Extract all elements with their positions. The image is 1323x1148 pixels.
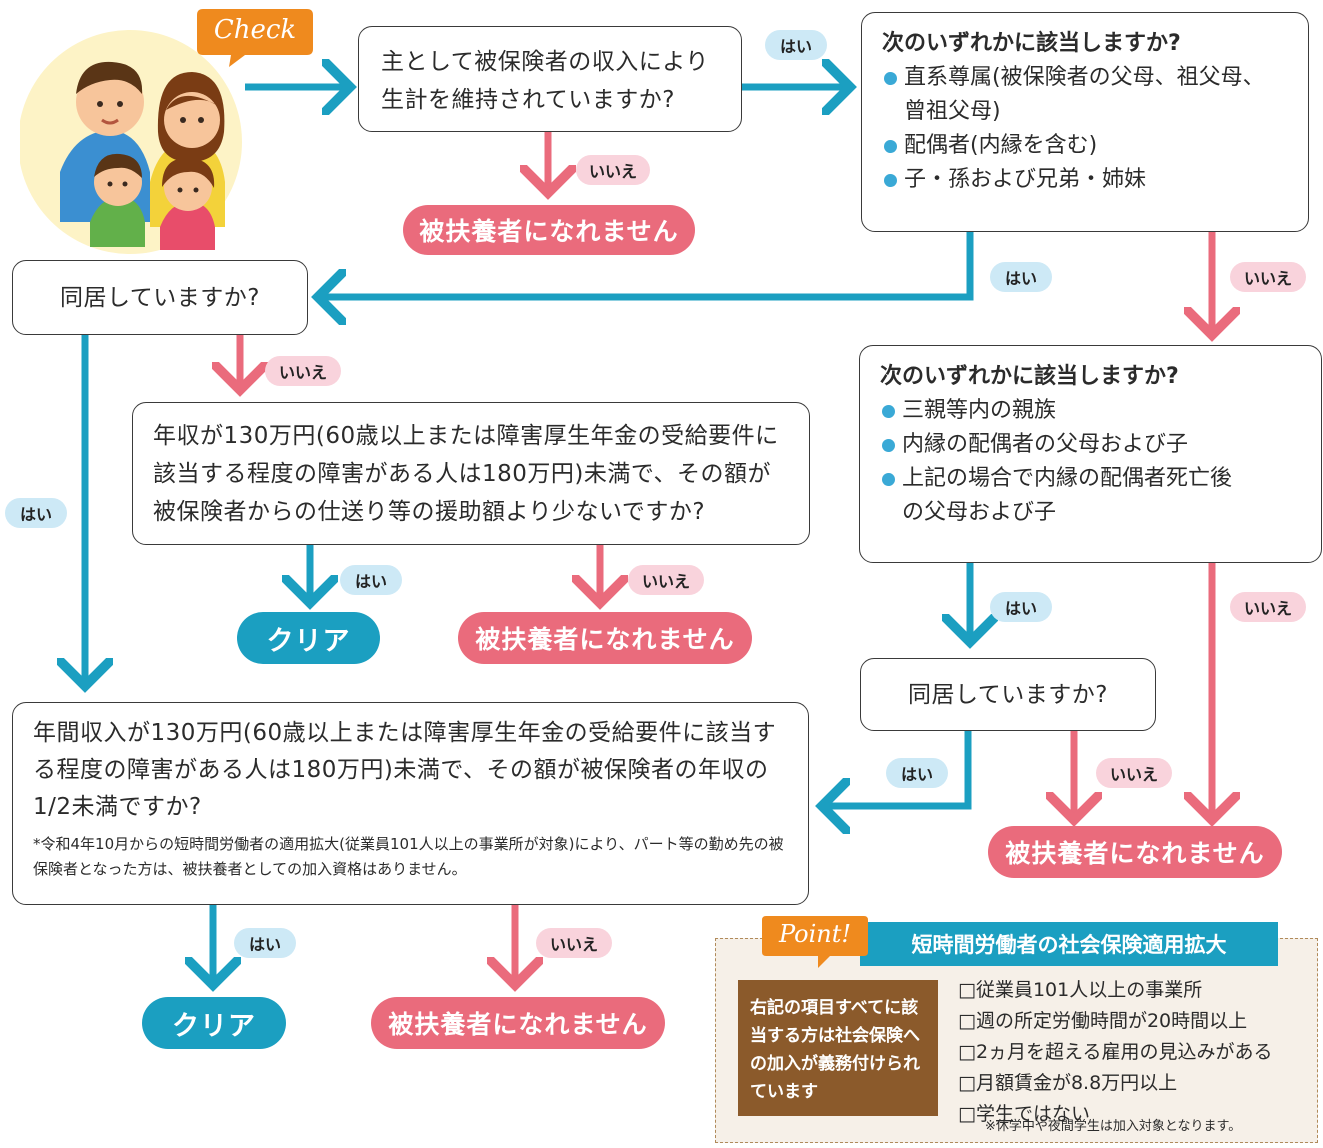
group1-item: 子・孫および兄弟・姉妹 xyxy=(882,163,1288,197)
group2-item: 三親等内の親族 xyxy=(880,394,1301,428)
group1-title: 次のいずれかに該当しますか? xyxy=(882,31,1181,56)
tag-yes: はい xyxy=(340,565,402,595)
group1-item: 曾祖父母) xyxy=(904,99,1001,124)
result-not-eligible: 被扶養者になれません xyxy=(371,997,665,1049)
point-badge-label: Point! xyxy=(778,920,852,948)
question-cohabit-text: 同居していますか? xyxy=(907,681,1109,708)
family-illustration xyxy=(18,22,255,257)
point-title: 短時間労働者の社会保険適用拡大 xyxy=(860,922,1278,966)
question-income-cohabit: 年間収入が130万円(60歳以上または障害厚生年金の受給要件に該当する程度の障害… xyxy=(12,702,809,905)
result-clear: クリア xyxy=(237,612,380,664)
result-not-eligible: 被扶養者になれません xyxy=(403,205,695,255)
tag-no: いいえ xyxy=(536,928,612,958)
tag-yes: はい xyxy=(234,928,296,958)
checklist-item: □2ヵ月を超える雇用の見込みがある xyxy=(958,1041,1273,1063)
question-cohabit: 同居していますか? xyxy=(860,658,1156,731)
tag-no: いいえ xyxy=(628,565,704,595)
question-income-separate-text: 年収が130万円(60歳以上または障害厚生年金の受給要件に該当する程度の障害があ… xyxy=(153,423,779,525)
group2-item: の父母および子 xyxy=(902,500,1057,525)
tag-yes: はい xyxy=(990,592,1052,622)
question-relation-group1: 次のいずれかに該当しますか? 直系尊属(被保険者の父母、祖父母、 曾祖父母) 配… xyxy=(861,12,1309,232)
result-clear: クリア xyxy=(142,997,286,1049)
tag-no: いいえ xyxy=(1096,758,1172,788)
tag-no: いいえ xyxy=(1230,262,1306,292)
tag-no: いいえ xyxy=(576,155,650,185)
tag-yes: はい xyxy=(5,498,67,528)
check-label: Check xyxy=(213,15,297,45)
result-not-eligible: 被扶養者になれません xyxy=(458,612,752,664)
tag-yes: はい xyxy=(886,758,948,788)
arrow-group1-yes xyxy=(318,232,974,297)
group2-item: 上記の場合で内縁の配偶者死亡後 xyxy=(880,462,1301,496)
group2-item: 内縁の配偶者の父母および子 xyxy=(880,428,1301,462)
tag-no: いいえ xyxy=(265,356,341,386)
point-left-text: 右記の項目すべてに該当する方は社会保険への加入が義務付けられています xyxy=(750,998,920,1102)
tag-yes: はい xyxy=(765,30,827,60)
checklist-item: □週の所定労働時間が20時間以上 xyxy=(958,1010,1248,1032)
income-note: *令和4年10月からの短時間労働者の適用拡大(従業員101人以上の事業所が対象)… xyxy=(33,835,784,878)
question-cohabit-text: 同居していますか? xyxy=(59,284,261,311)
point-badge: Point! xyxy=(760,910,870,970)
question-support: 主として被保険者の収入により生計を維持されていますか? xyxy=(358,26,742,132)
group1-item: 直系尊属(被保険者の父母、祖父母、 xyxy=(882,61,1288,95)
arrow-cohabit2-yes xyxy=(822,731,972,806)
question-cohabit: 同居していますか? xyxy=(12,260,308,335)
checklist-item: □学生ではない xyxy=(958,1103,1090,1125)
group2-title: 次のいずれかに該当しますか? xyxy=(880,364,1179,389)
group1-item: 配偶者(内縁を含む) xyxy=(882,129,1288,163)
result-not-eligible: 被扶養者になれません xyxy=(988,826,1282,878)
check-bubble: Check xyxy=(195,5,315,67)
tag-yes: はい xyxy=(990,262,1052,292)
point-footnote: ※休学中や夜間学生は加入対象となります。 xyxy=(985,1119,1242,1134)
checklist-item: □月額賃金が8.8万円以上 xyxy=(958,1072,1178,1094)
point-left-panel: 右記の項目すべてに該当する方は社会保険への加入が義務付けられています xyxy=(738,980,950,1116)
point-checklist: □従業員101人以上の事業所 □週の所定労働時間が20時間以上 □2ヵ月を超える… xyxy=(958,975,1313,1130)
question-support-text: 主として被保険者の収入により生計を維持されていますか? xyxy=(381,49,709,113)
checklist-item: □従業員101人以上の事業所 xyxy=(958,979,1203,1001)
question-income-separate: 年収が130万円(60歳以上または障害厚生年金の受給要件に該当する程度の障害があ… xyxy=(132,402,810,545)
question-income-cohabit-text: 年間収入が130万円(60歳以上または障害厚生年金の受給要件に該当する程度の障害… xyxy=(33,720,777,820)
question-relation-group2: 次のいずれかに該当しますか? 三親等内の親族 内縁の配偶者の父母および子 上記の… xyxy=(859,345,1322,563)
tag-no: いいえ xyxy=(1230,592,1306,622)
